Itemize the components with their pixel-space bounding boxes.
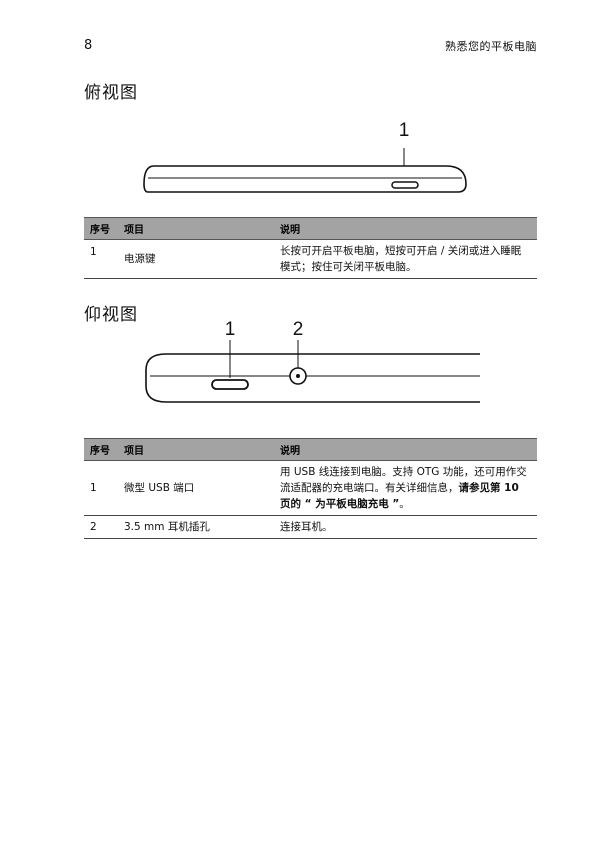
tablet-bottom-edge [145,353,480,403]
power-key-shape [391,181,419,189]
table-row: 2 3.5 mm 耳机插孔 连接耳机。 [84,515,537,539]
header-item: 项目 [118,438,274,461]
row-desc-suffix: 。 [399,498,410,510]
row-desc: 连接耳机。 [274,515,537,539]
header-item: 项目 [118,217,274,240]
table-row: 1 电源键 长按可开启平板电脑，短按可开启 / 关闭或进入睡眠模式；按住可关闭平… [84,239,537,279]
micro-usb-port-shape [211,379,249,390]
top-view-table: 序号 项目 说明 1 电源键 长按可开启平板电脑，短按可开启 / 关闭或进入睡眠… [84,217,537,279]
table-row: 1 微型 USB 端口 用 USB 线连接到电脑。支持 OTG 功能，还可用作交… [84,460,537,516]
headphone-jack-center [296,374,300,378]
row-item: 微型 USB 端口 [118,460,274,516]
top-view-callout-1: 1 [399,120,410,141]
row-desc: 用 USB 线连接到电脑。支持 OTG 功能，还可用作交流适配器的充电端口。有关… [274,460,537,516]
running-title: 熟悉您的平板电脑 [445,40,537,53]
header-desc: 说明 [274,217,537,240]
row-item: 电源键 [118,239,274,279]
page-number: 8 [84,38,93,53]
row-num: 1 [84,239,118,279]
row-desc: 长按可开启平板电脑，短按可开启 / 关闭或进入睡眠模式；按住可关闭平板电脑。 [274,239,537,279]
bottom-view-callout-1: 1 [225,319,236,340]
row-item: 3.5 mm 耳机插孔 [118,515,274,539]
bottom-view-callout-2: 2 [293,319,304,340]
row-desc-bold-reference: 请参见第 10 页的 “ 为平板电脑充电 ” [280,482,519,510]
header-num: 序号 [84,217,118,240]
top-view-illustration: 1 [143,120,467,193]
bottom-view-illustration: 1 2 [145,319,480,403]
bottom-view-heading: 仰视图 [84,305,138,325]
bottom-view-table: 序号 项目 说明 1 微型 USB 端口 用 USB 线连接到电脑。支持 OTG… [84,438,537,539]
top-view-heading: 俯视图 [84,83,138,103]
header-num: 序号 [84,438,118,461]
header-desc: 说明 [274,438,537,461]
row-desc-text: 用 USB 线连接到电脑。支持 OTG 功能，还可用作交流适配器的充电端口。有关… [280,466,527,494]
row-num: 2 [84,515,118,539]
row-num: 1 [84,460,118,516]
tablet-top-edge [143,165,467,193]
